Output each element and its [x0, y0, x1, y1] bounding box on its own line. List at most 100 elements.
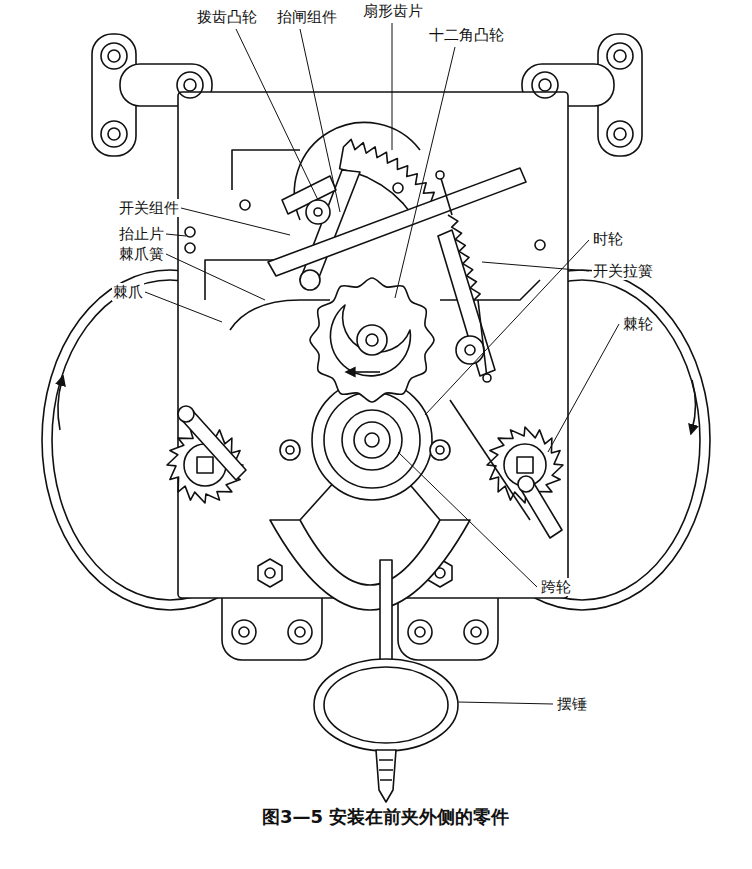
mounting-ear: [92, 34, 642, 660]
part-label: 时轮: [592, 230, 624, 248]
switch-spring: [436, 171, 444, 179]
ear-hole: [539, 79, 551, 91]
sector-gear: [300, 270, 320, 290]
front-plate: [178, 92, 568, 598]
ear-hole: [239, 627, 249, 637]
leader-line: [398, 452, 537, 587]
front-plate: [205, 260, 280, 300]
lever: [450, 400, 530, 520]
lever: [306, 200, 330, 224]
part-label: 棘爪: [112, 283, 144, 301]
leader-line: [395, 47, 455, 298]
hour-wheel: [354, 422, 390, 458]
small-arbor: [393, 183, 403, 193]
ear-hole: [607, 43, 633, 69]
front-plate: [230, 300, 330, 330]
spring-barrel: [58, 380, 62, 430]
ear-hole: [464, 620, 488, 644]
ear-hole: [101, 121, 127, 147]
pendulum: [380, 560, 392, 670]
ear-hole: [108, 128, 120, 140]
ratchet-wheel: [517, 457, 533, 473]
lever: [178, 406, 194, 422]
ear-hole: [471, 627, 481, 637]
switch-spring: [436, 171, 491, 382]
small-arbor: [535, 240, 545, 250]
front-plate: [178, 92, 568, 598]
leader-line: [181, 208, 290, 235]
part-label: 扇形齿片: [362, 2, 424, 20]
twelve-point-cam: [330, 305, 410, 376]
ear-hole: [614, 128, 626, 140]
front-plate: [232, 150, 300, 190]
hour-wheel: [342, 410, 402, 470]
lever: [465, 345, 475, 355]
part-label: 抬止片: [118, 225, 165, 243]
small-arbor: [185, 227, 195, 237]
leader-line: [425, 240, 589, 415]
part-label: 跨轮: [540, 578, 572, 596]
ear-hole: [101, 43, 127, 69]
ear-hole: [532, 72, 558, 98]
leader-line: [458, 702, 553, 704]
part-label: 抬闸组件: [276, 8, 338, 26]
ratchet-wheel: [197, 457, 213, 473]
small-arbor: [280, 440, 300, 460]
lever: [438, 230, 495, 376]
figure-caption: 图3—5 安装在前夹外侧的零件: [262, 806, 509, 828]
small-arbor: [430, 440, 450, 460]
part-label: 摆锤: [556, 695, 588, 713]
part-label: 开关组件: [118, 199, 180, 217]
hour-wheel: [324, 392, 420, 488]
twelve-point-cam: [310, 278, 434, 402]
switch-spring: [483, 374, 491, 382]
pendulum: [379, 760, 393, 780]
leader-line: [482, 262, 589, 271]
switch-spring: [448, 215, 480, 300]
pendulum: [314, 659, 458, 751]
twelve-point-cam: [357, 325, 387, 355]
ratchet-wheel: [487, 427, 563, 503]
ear-hole: [415, 627, 425, 637]
pendulum: [376, 750, 396, 802]
ear-hole: [607, 121, 633, 147]
ear-hole: [408, 620, 432, 644]
ear-hole: [101, 43, 633, 644]
ear-hole: [108, 50, 120, 62]
small-arbor: [436, 446, 444, 454]
leader-line: [166, 254, 265, 300]
spring-barrel: [692, 380, 696, 430]
switch-spring: [478, 300, 487, 378]
leader-line: [166, 234, 186, 236]
part-label: 十二角凸轮: [428, 26, 505, 44]
ear-hole: [232, 620, 256, 644]
small-arbor: [350, 371, 380, 373]
leader-line: [392, 23, 393, 150]
leader-line: [145, 23, 619, 704]
ear-hole: [184, 79, 196, 91]
ear-hole: [614, 50, 626, 62]
part-label: 拨齿凸轮: [196, 8, 258, 26]
lever: [268, 168, 526, 276]
hour-wheel: [365, 433, 379, 447]
small-arbor: [185, 183, 545, 460]
part-label: 棘轮: [622, 315, 654, 333]
small-arbor: [286, 446, 294, 454]
twelve-point-cam: [366, 334, 378, 346]
part-label: 开关拉簧: [592, 262, 654, 280]
small-arbor: [240, 200, 250, 210]
ear-hole: [265, 568, 275, 578]
ear-hole: [295, 627, 305, 637]
twelve-point-cam: [310, 278, 434, 402]
lever: [314, 208, 322, 216]
lever: [518, 476, 534, 492]
ear-hole: [258, 559, 282, 587]
switch-spring: [440, 175, 452, 215]
leader-line: [300, 29, 340, 212]
leader-line: [145, 292, 222, 322]
small-arbor: [185, 243, 195, 253]
part-label: 棘爪簧: [118, 245, 165, 263]
ear-hole: [288, 620, 312, 644]
